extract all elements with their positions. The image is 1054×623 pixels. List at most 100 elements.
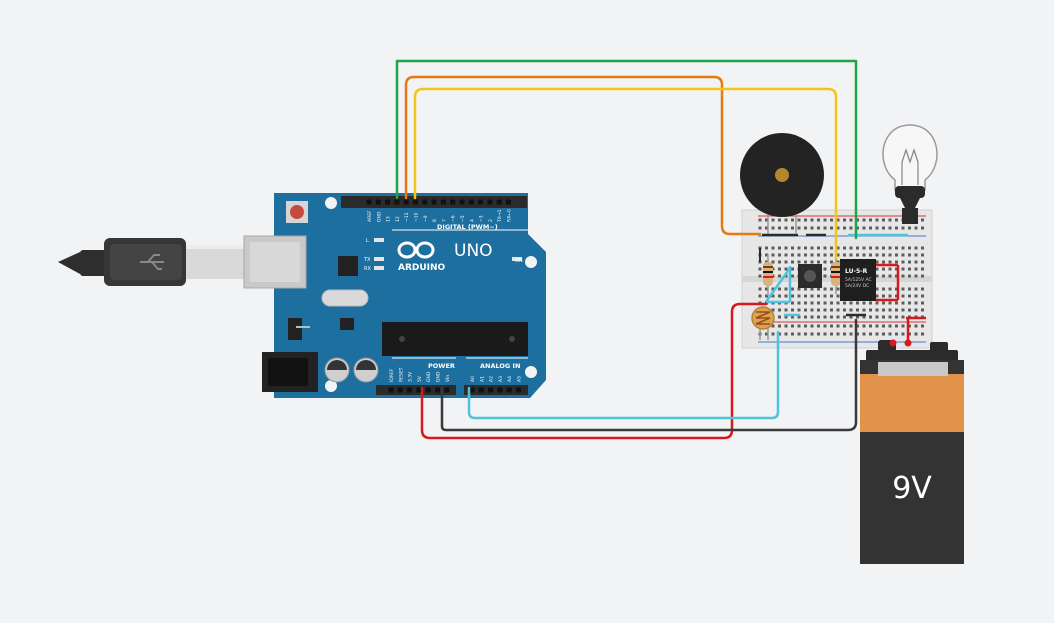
breadboard-hole[interactable] [836,294,840,298]
breadboard-hole[interactable] [908,287,911,291]
photoresistor[interactable] [751,306,775,340]
breadboard-hole[interactable] [817,246,820,250]
breadboard-hole[interactable] [908,274,911,278]
analog-pin-socket[interactable] [506,387,512,393]
breadboard-hole[interactable] [856,226,859,230]
breadboard-hole[interactable] [797,246,801,250]
breadboard-hole[interactable] [875,294,879,298]
breadboard-hole[interactable] [836,332,840,336]
breadboard-hole[interactable] [784,246,788,250]
breadboard-hole[interactable] [875,253,879,257]
breadboard-hole[interactable] [856,218,859,222]
breadboard-hole[interactable] [888,260,892,264]
breadboard-hole[interactable] [836,260,840,264]
breadboard-hole[interactable] [784,294,788,298]
breadboard-hole[interactable] [869,246,872,250]
breadboard-hole[interactable] [843,253,846,257]
breadboard-hole[interactable] [882,246,885,250]
digital-pin-socket[interactable] [440,199,446,205]
breadboard-hole[interactable] [784,315,788,319]
breadboard-hole[interactable] [921,332,924,336]
breadboard-hole[interactable] [869,301,872,305]
breadboard-hole[interactable] [856,332,859,336]
breadboard-hole[interactable] [758,294,762,298]
breadboard-hole[interactable] [836,226,840,230]
breadboard-hole[interactable] [914,267,918,271]
breadboard-hole[interactable] [778,324,781,328]
breadboard-hole[interactable] [830,226,833,230]
breadboard-hole[interactable] [862,218,866,222]
breadboard-hole[interactable] [771,218,775,222]
breadboard-hole[interactable] [869,308,872,312]
breadboard-hole[interactable] [895,294,898,298]
breadboard-hole[interactable] [791,253,794,257]
breadboard-hole[interactable] [914,332,918,336]
breadboard-hole[interactable] [862,226,866,230]
wire-green[interactable] [395,59,858,240]
breadboard-hole[interactable] [823,267,827,271]
breadboard-hole[interactable] [830,260,833,264]
breadboard-hole[interactable] [784,287,788,291]
light-bulb[interactable] [882,124,938,224]
breadboard-hole[interactable] [784,308,788,312]
breadboard-hole[interactable] [830,308,833,312]
breadboard-hole[interactable] [804,226,807,230]
breadboard-hole[interactable] [901,267,905,271]
breadboard-hole[interactable] [771,294,775,298]
breadboard-hole[interactable] [856,324,859,328]
breadboard-hole[interactable] [882,287,885,291]
breadboard-hole[interactable] [823,308,827,312]
breadboard-hole[interactable] [901,332,905,336]
breadboard-hole[interactable] [804,301,807,305]
breadboard-hole[interactable] [804,332,807,336]
breadboard-hole[interactable] [908,260,911,264]
breadboard-hole[interactable] [914,274,918,278]
power-pin-socket[interactable] [388,387,394,393]
breadboard-hole[interactable] [869,218,872,222]
breadboard-hole[interactable] [843,301,846,305]
breadboard-hole[interactable] [882,294,885,298]
breadboard-hole[interactable] [901,260,905,264]
breadboard-hole[interactable] [830,301,833,305]
breadboard-hole[interactable] [862,253,866,257]
breadboard-hole[interactable] [771,226,775,230]
power-pin-socket[interactable] [397,387,403,393]
digital-pin-socket[interactable] [422,199,428,205]
breadboard-hole[interactable] [843,308,846,312]
breadboard-hole[interactable] [914,324,918,328]
breadboard-hole[interactable] [836,287,840,291]
breadboard-hole[interactable] [843,246,846,250]
breadboard-hole[interactable] [875,287,879,291]
power-pin-socket[interactable] [416,387,422,393]
breadboard-hole[interactable] [784,324,788,328]
breadboard-hole[interactable] [758,287,762,291]
power-pin-socket[interactable] [425,387,431,393]
breadboard-hole[interactable] [895,246,898,250]
breadboard-hole[interactable] [908,294,911,298]
breadboard-hole[interactable] [901,246,905,250]
analog-pin-socket[interactable] [478,387,484,393]
breadboard-hole[interactable] [817,294,820,298]
breadboard-hole[interactable] [849,308,853,312]
breadboard-hole[interactable] [778,287,781,291]
breadboard-hole[interactable] [862,308,866,312]
breadboard-hole[interactable] [784,253,788,257]
breadboard-hole[interactable] [817,332,820,336]
wire-cyan[interactable] [467,330,780,420]
breadboard-hole[interactable] [901,287,905,291]
breadboard-hole[interactable] [901,274,905,278]
breadboard-hole[interactable] [797,332,801,336]
breadboard-hole[interactable] [804,294,807,298]
breadboard-hole[interactable] [849,301,853,305]
breadboard-hole[interactable] [882,267,885,271]
wire-black[interactable] [440,318,858,432]
breadboard-hole[interactable] [778,308,781,312]
breadboard-hole[interactable] [810,253,814,257]
piezo-buzzer[interactable] [740,133,824,234]
breadboard-hole[interactable] [771,253,775,257]
breadboard-hole[interactable] [797,226,801,230]
breadboard-hole[interactable] [921,274,924,278]
breadboard-hole[interactable] [849,315,853,319]
digital-pin-socket[interactable] [394,199,400,205]
breadboard-hole[interactable] [875,218,879,222]
